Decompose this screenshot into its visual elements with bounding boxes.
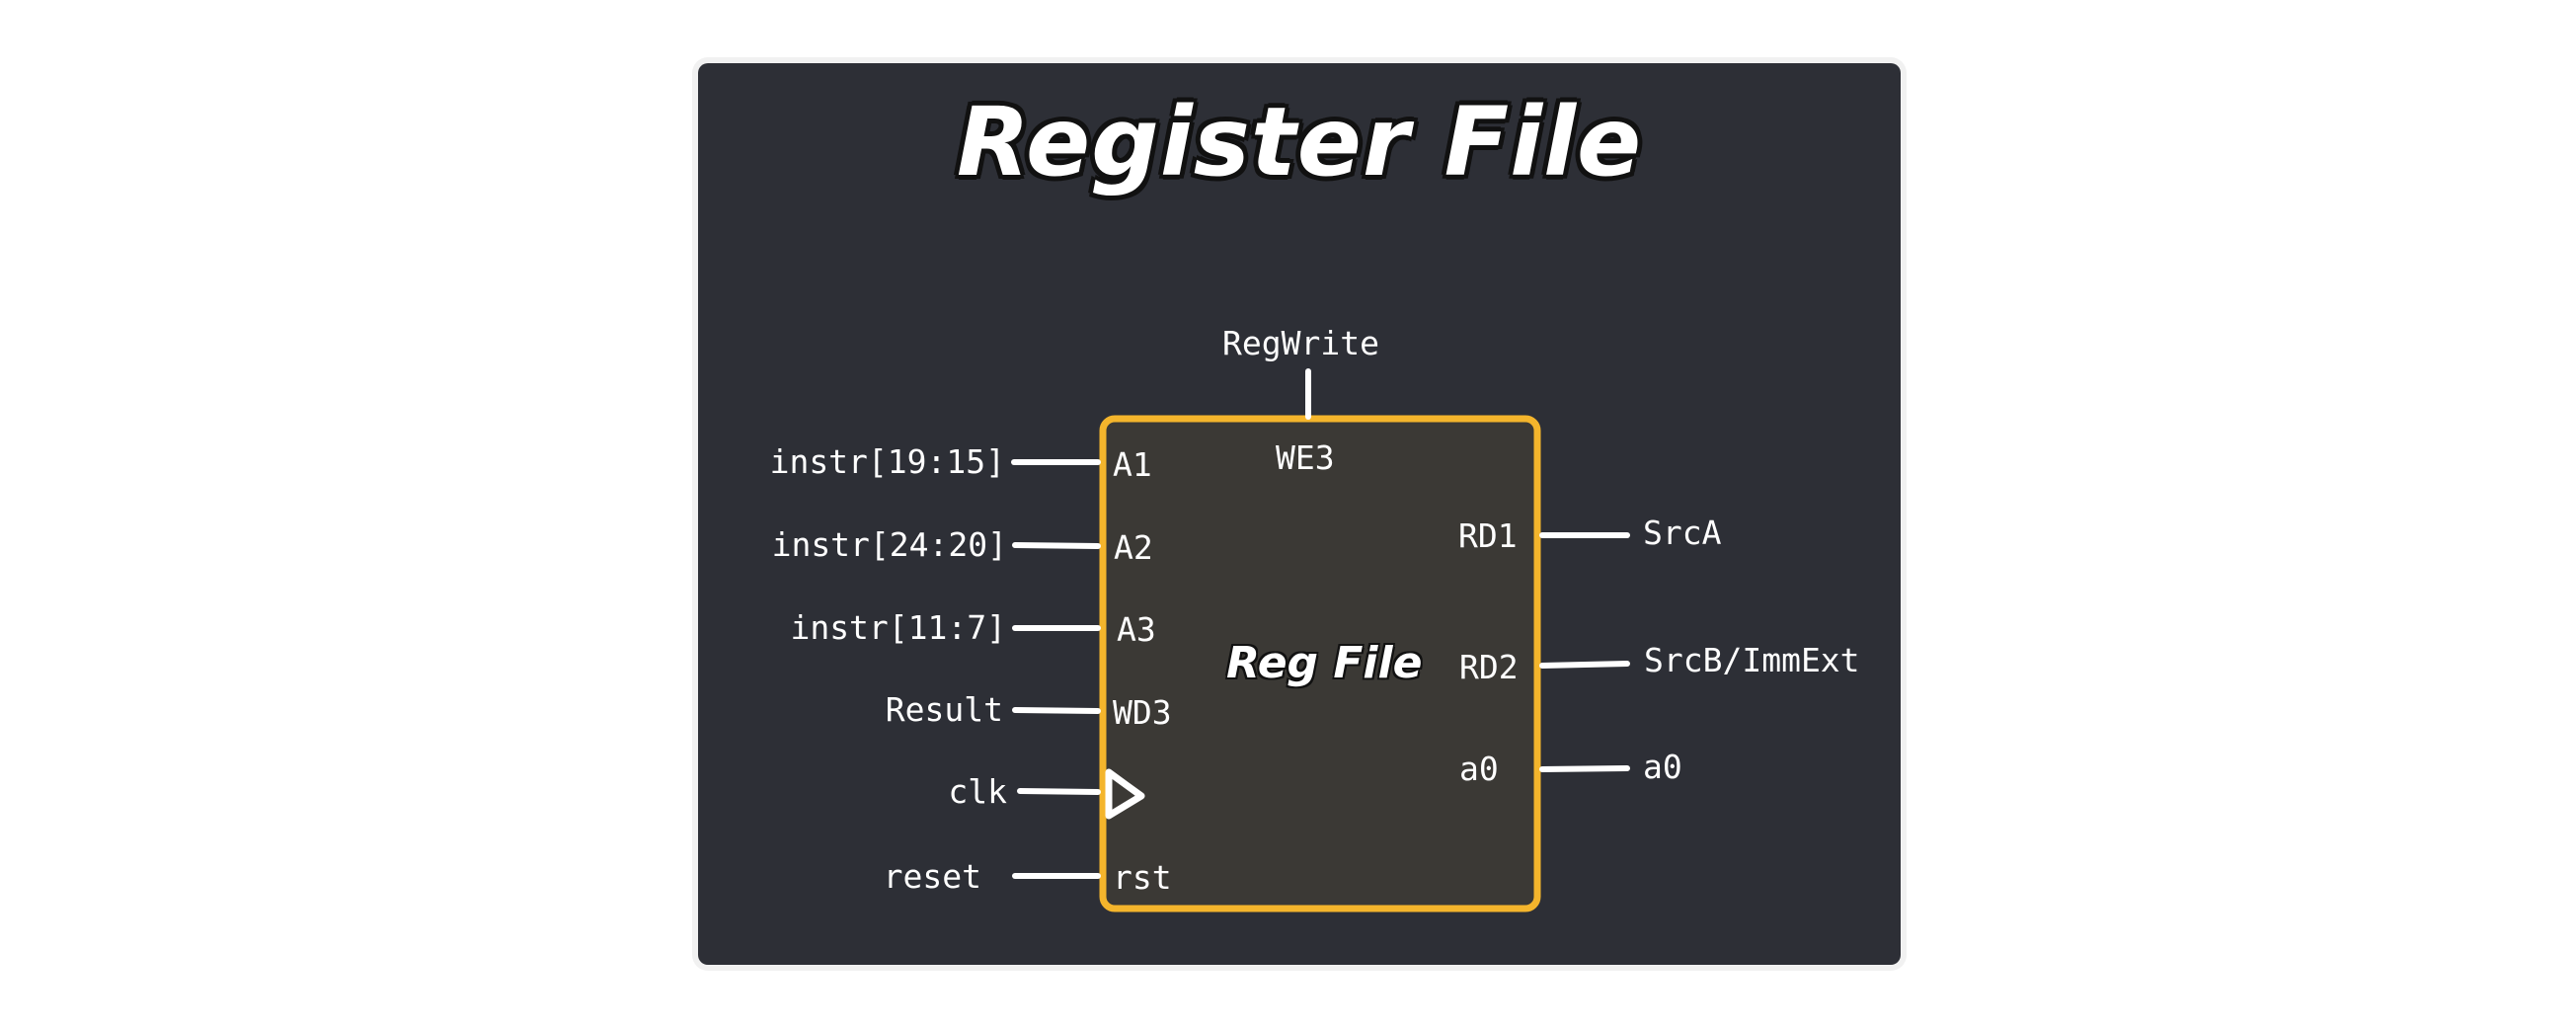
signal-a0: a0 xyxy=(1643,748,1682,786)
signal-srca: SrcA xyxy=(1643,514,1722,552)
wire-a2 xyxy=(1012,542,1101,549)
port-a1: A1 xyxy=(1113,445,1152,484)
signal-instr-24-20: instr[24:20] xyxy=(771,525,1007,564)
diagram-title: Register File xyxy=(956,87,1643,198)
signal-reset: reset xyxy=(883,857,981,896)
wire-a0 xyxy=(1539,765,1630,772)
wire-rd2 xyxy=(1539,661,1630,669)
port-a2: A2 xyxy=(1114,528,1153,567)
signal-result: Result xyxy=(885,690,1003,729)
signal-instr-11-7: instr[11:7] xyxy=(790,608,1006,647)
port-wd3: WD3 xyxy=(1113,693,1172,732)
clock-triangle-icon xyxy=(1105,768,1145,820)
signal-instr-19-15: instr[19:15] xyxy=(769,442,1005,481)
port-we3: WE3 xyxy=(1276,438,1335,477)
port-rst: rst xyxy=(1113,858,1172,897)
signal-regwrite: RegWrite xyxy=(1222,324,1379,362)
port-rd1: RD1 xyxy=(1458,516,1518,555)
port-rd2: RD2 xyxy=(1459,648,1519,686)
port-a0: a0 xyxy=(1459,750,1499,788)
wire-wd3 xyxy=(1012,707,1101,714)
register-file-block xyxy=(1099,415,1541,912)
signal-srcb-immext: SrcB/ImmExt xyxy=(1644,641,1860,679)
block-name: Reg File xyxy=(1226,638,1423,688)
signal-clk: clk xyxy=(948,772,1007,811)
port-a3: A3 xyxy=(1117,610,1156,649)
wire-clk xyxy=(1017,788,1101,795)
